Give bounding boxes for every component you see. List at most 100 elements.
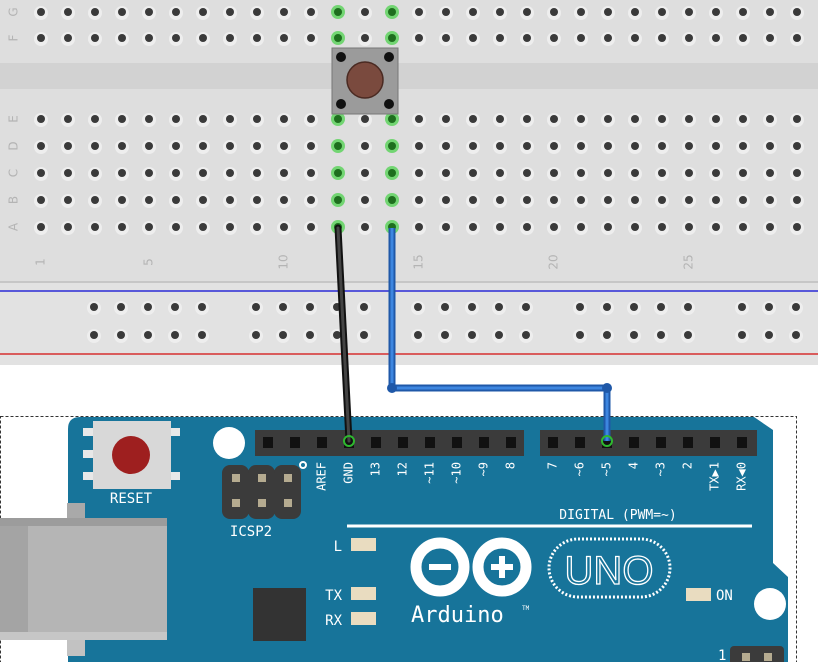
breadboard-hole[interactable] bbox=[196, 167, 210, 181]
breadboard-hole[interactable] bbox=[169, 32, 183, 46]
header-pin[interactable] bbox=[629, 437, 639, 448]
breadboard-hole[interactable] bbox=[169, 140, 183, 154]
breadboard-hole[interactable] bbox=[628, 140, 642, 154]
breadboard-hole[interactable] bbox=[520, 194, 534, 208]
breadboard-hole[interactable] bbox=[439, 167, 453, 181]
breadboard-hole[interactable] bbox=[439, 194, 453, 208]
breadboard-hole[interactable] bbox=[304, 194, 318, 208]
breadboard-hole[interactable] bbox=[304, 167, 318, 181]
breadboard-hole[interactable] bbox=[655, 221, 669, 235]
rail-hole[interactable] bbox=[465, 329, 479, 343]
breadboard-hole[interactable] bbox=[466, 140, 480, 154]
breadboard-hole[interactable] bbox=[34, 140, 48, 154]
breadboard-hole[interactable] bbox=[34, 221, 48, 235]
breadboard-hole[interactable] bbox=[196, 221, 210, 235]
breadboard-hole[interactable] bbox=[790, 6, 804, 20]
breadboard-hole[interactable] bbox=[277, 113, 291, 127]
header-pin[interactable] bbox=[263, 437, 273, 448]
breadboard-hole[interactable] bbox=[763, 221, 777, 235]
breadboard-hole[interactable] bbox=[439, 32, 453, 46]
rail-hole[interactable] bbox=[654, 329, 668, 343]
breadboard-hole[interactable] bbox=[304, 113, 318, 127]
rail-hole[interactable] bbox=[735, 301, 749, 315]
breadboard-hole[interactable] bbox=[439, 140, 453, 154]
breadboard-hole[interactable] bbox=[169, 113, 183, 127]
breadboard-hole[interactable] bbox=[115, 221, 129, 235]
breadboard-hole[interactable] bbox=[682, 6, 696, 20]
rail-hole[interactable] bbox=[303, 329, 317, 343]
rail-hole[interactable] bbox=[249, 301, 263, 315]
breadboard-hole[interactable] bbox=[601, 113, 615, 127]
breadboard-hole[interactable] bbox=[196, 113, 210, 127]
breadboard-hole[interactable] bbox=[520, 167, 534, 181]
rail-hole[interactable] bbox=[735, 329, 749, 343]
breadboard-hole[interactable] bbox=[628, 221, 642, 235]
breadboard-hole[interactable] bbox=[601, 32, 615, 46]
breadboard-hole[interactable] bbox=[412, 32, 426, 46]
breadboard-hole[interactable] bbox=[709, 6, 723, 20]
breadboard-hole[interactable] bbox=[115, 113, 129, 127]
breadboard-hole[interactable] bbox=[115, 194, 129, 208]
breadboard-hole[interactable] bbox=[628, 194, 642, 208]
rail-hole[interactable] bbox=[681, 301, 695, 315]
breadboard-hole[interactable] bbox=[709, 32, 723, 46]
breadboard-hole[interactable] bbox=[61, 6, 75, 20]
breadboard-hole-connected[interactable] bbox=[331, 193, 345, 207]
pushbutton-cap[interactable] bbox=[346, 61, 384, 99]
breadboard-hole[interactable] bbox=[763, 140, 777, 154]
header-pin[interactable] bbox=[575, 437, 585, 448]
rail-hole[interactable] bbox=[303, 301, 317, 315]
breadboard-hole[interactable] bbox=[736, 194, 750, 208]
rail-hole[interactable] bbox=[627, 329, 641, 343]
breadboard-hole[interactable] bbox=[763, 6, 777, 20]
header-pin[interactable] bbox=[656, 437, 666, 448]
breadboard-hole[interactable] bbox=[34, 113, 48, 127]
breadboard-hole[interactable] bbox=[412, 113, 426, 127]
breadboard-hole[interactable] bbox=[61, 32, 75, 46]
rail-hole[interactable] bbox=[492, 329, 506, 343]
breadboard-hole[interactable] bbox=[115, 6, 129, 20]
breadboard-hole[interactable] bbox=[574, 113, 588, 127]
breadboard-hole[interactable] bbox=[493, 194, 507, 208]
breadboard-hole[interactable] bbox=[250, 221, 264, 235]
breadboard-hole[interactable] bbox=[304, 32, 318, 46]
reset-cap[interactable] bbox=[112, 436, 150, 474]
rail-hole[interactable] bbox=[411, 301, 425, 315]
rail-hole[interactable] bbox=[789, 301, 803, 315]
rail-hole[interactable] bbox=[762, 301, 776, 315]
breadboard-hole[interactable] bbox=[520, 140, 534, 154]
breadboard-hole-connected[interactable] bbox=[385, 166, 399, 180]
breadboard-hole[interactable] bbox=[115, 167, 129, 181]
breadboard-hole[interactable] bbox=[250, 167, 264, 181]
rail-hole[interactable] bbox=[789, 329, 803, 343]
rail-hole[interactable] bbox=[411, 329, 425, 343]
breadboard-hole[interactable] bbox=[34, 6, 48, 20]
breadboard-hole[interactable] bbox=[88, 194, 102, 208]
rail-hole[interactable] bbox=[681, 329, 695, 343]
rail-hole[interactable] bbox=[195, 301, 209, 315]
breadboard-hole[interactable] bbox=[547, 167, 561, 181]
breadboard-hole[interactable] bbox=[115, 140, 129, 154]
breadboard-hole[interactable] bbox=[304, 6, 318, 20]
rail-hole[interactable] bbox=[276, 301, 290, 315]
breadboard-hole[interactable] bbox=[628, 113, 642, 127]
breadboard-hole[interactable] bbox=[547, 194, 561, 208]
breadboard-hole[interactable] bbox=[34, 167, 48, 181]
breadboard-hole-connected[interactable] bbox=[331, 5, 345, 19]
breadboard-hole[interactable] bbox=[709, 113, 723, 127]
breadboard-hole[interactable] bbox=[574, 6, 588, 20]
breadboard-hole[interactable] bbox=[277, 32, 291, 46]
rail-hole[interactable] bbox=[195, 329, 209, 343]
breadboard-hole[interactable] bbox=[358, 194, 372, 208]
breadboard-hole[interactable] bbox=[628, 32, 642, 46]
header-pin[interactable] bbox=[398, 437, 408, 448]
breadboard-hole[interactable] bbox=[250, 140, 264, 154]
breadboard-hole[interactable] bbox=[736, 32, 750, 46]
breadboard-hole[interactable] bbox=[601, 221, 615, 235]
breadboard-hole[interactable] bbox=[520, 113, 534, 127]
breadboard-hole[interactable] bbox=[142, 32, 156, 46]
breadboard-hole[interactable] bbox=[115, 32, 129, 46]
wire-bend-point[interactable] bbox=[602, 383, 612, 393]
breadboard-hole[interactable] bbox=[763, 194, 777, 208]
header-pin[interactable] bbox=[737, 437, 747, 448]
